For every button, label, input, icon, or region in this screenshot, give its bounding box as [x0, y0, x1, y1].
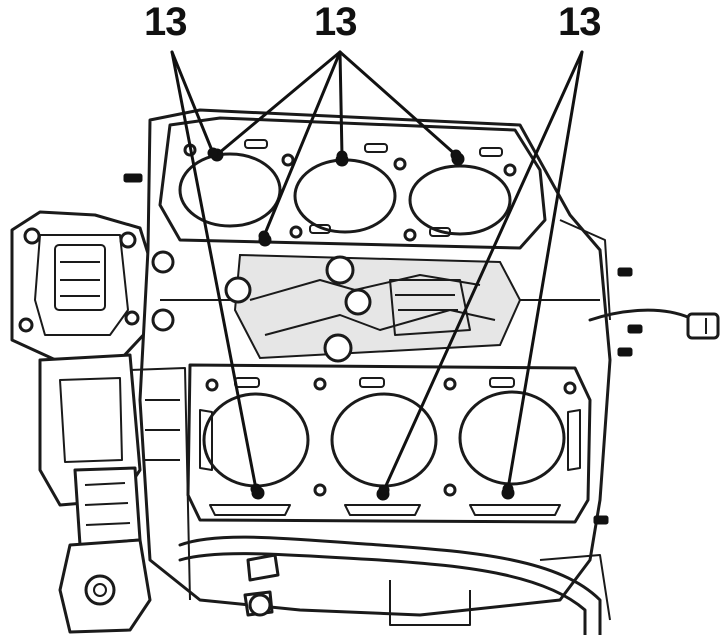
- callout-label-right: 13: [558, 0, 601, 44]
- callout-leaders: [170, 50, 584, 496]
- leader-line: [338, 50, 458, 157]
- leader-line: [217, 50, 342, 155]
- coolant-pipe: [178, 535, 602, 635]
- leader-line: [382, 50, 584, 492]
- valley-area: [151, 250, 522, 363]
- leader-line: [262, 50, 342, 238]
- left-housing: [10, 210, 152, 634]
- leader-line: [506, 50, 584, 491]
- leader-line: [338, 50, 344, 158]
- upper-head-gasket: [158, 116, 547, 250]
- callout-label-left: 13: [144, 0, 187, 44]
- leader-line: [170, 50, 258, 491]
- side-bolts: [123, 173, 720, 525]
- lower-head-gasket: [186, 363, 592, 524]
- callout-label-middle: 13: [314, 0, 357, 44]
- leader-line: [170, 50, 215, 155]
